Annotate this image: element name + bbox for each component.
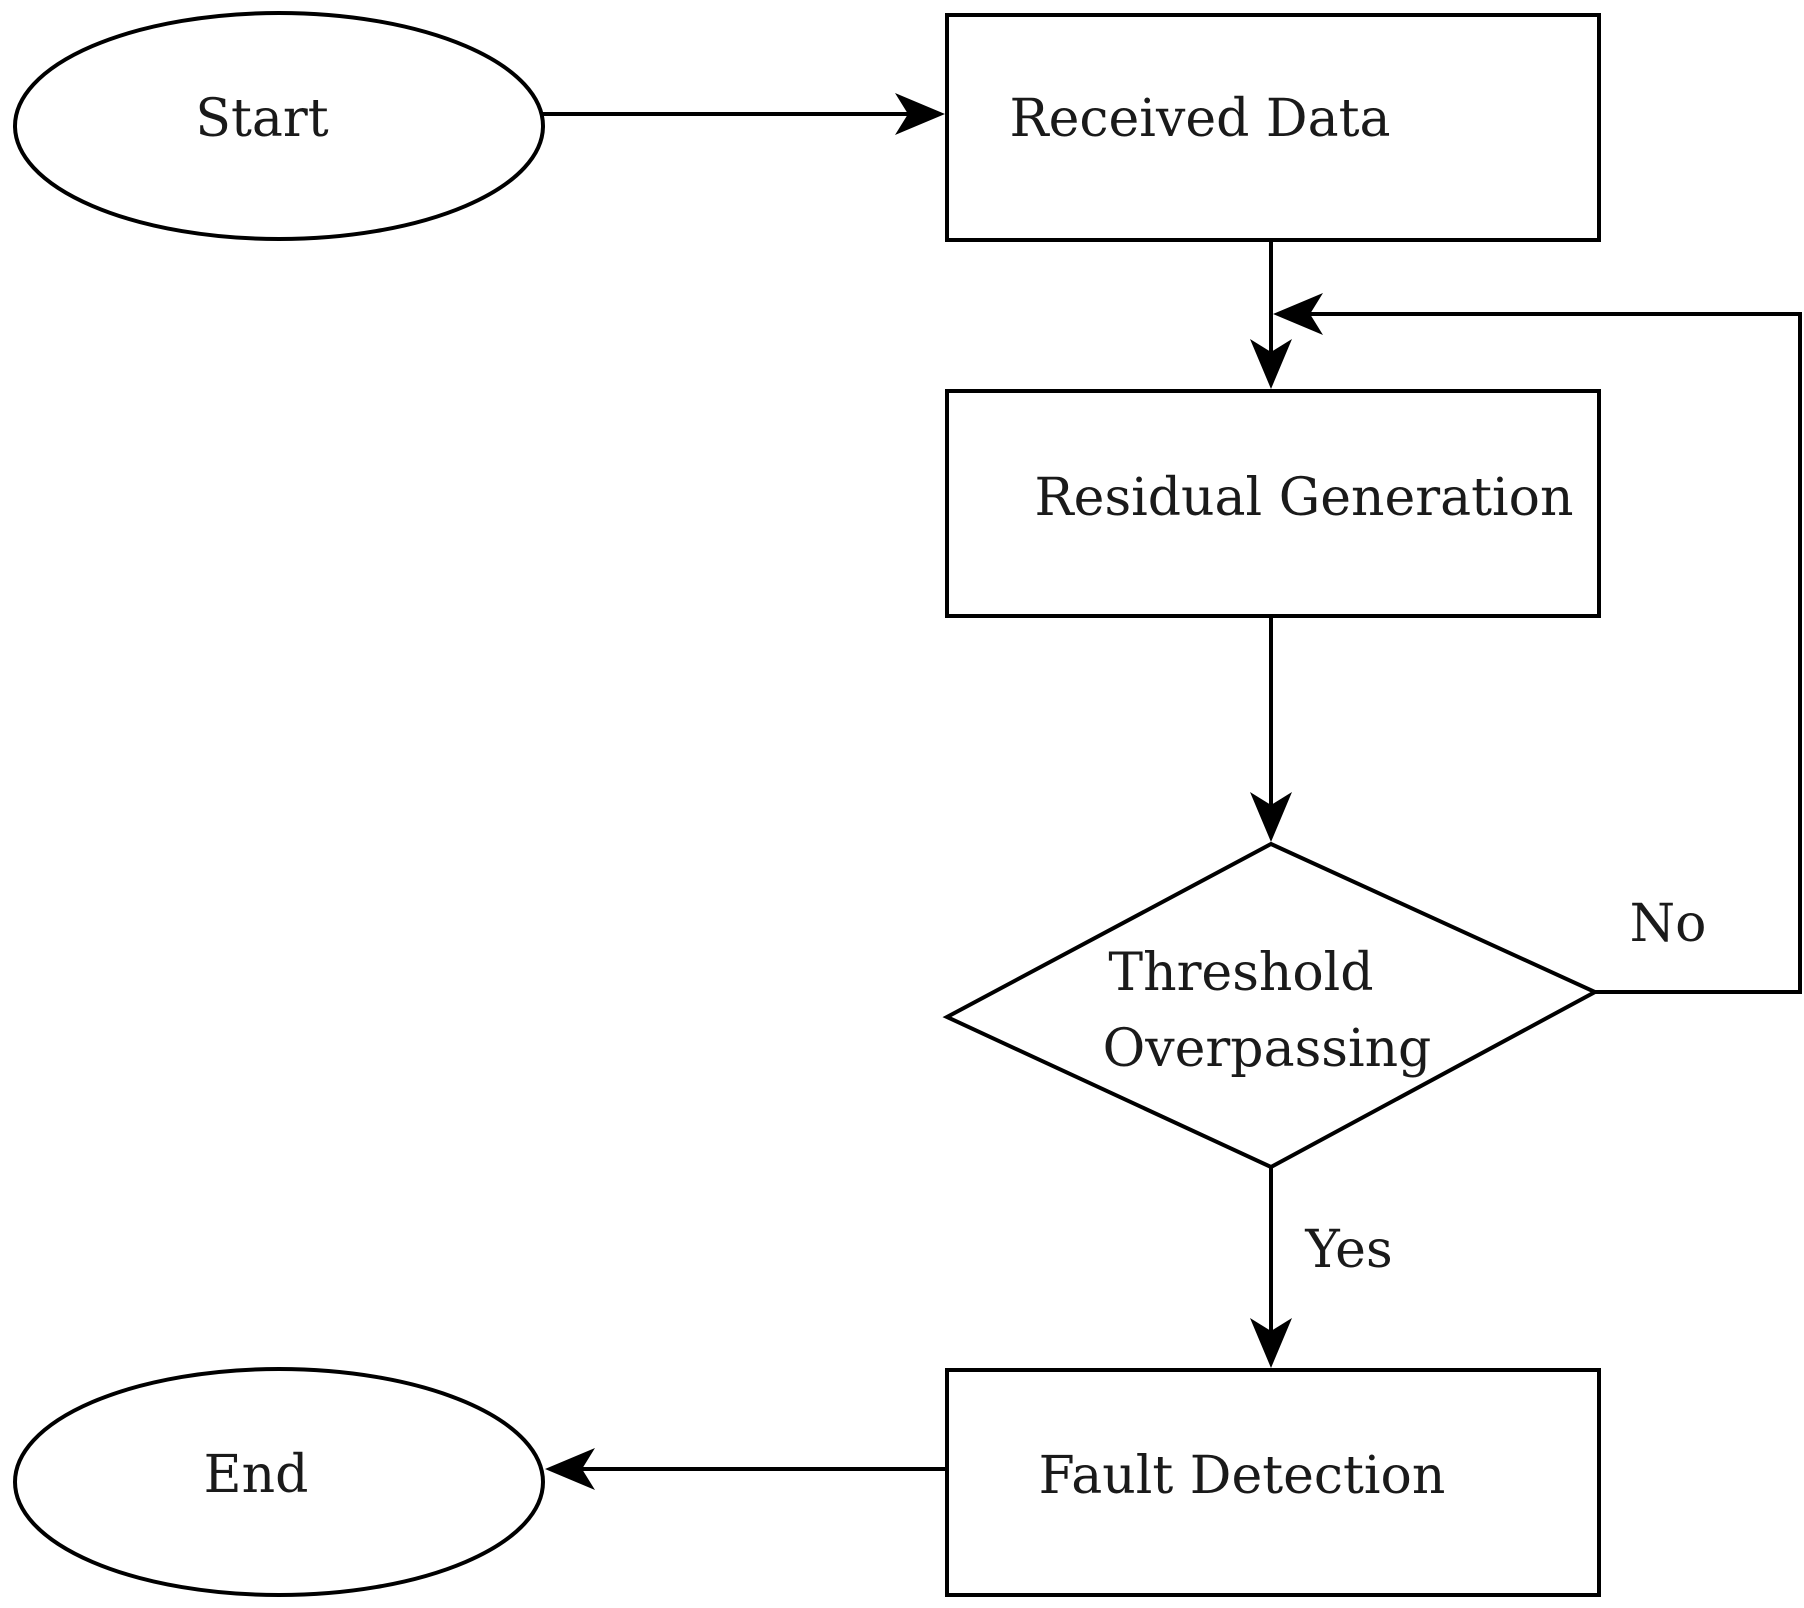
threshold-label-line2: Overpassing (1103, 1019, 1432, 1079)
arrowhead-threshold (1250, 792, 1292, 842)
end-label: End (204, 1445, 309, 1505)
start-label: Start (195, 89, 328, 149)
end-node (13, 1367, 545, 1597)
fault-detection-node (945, 1368, 1601, 1597)
received-data-node (945, 13, 1601, 242)
edge-no-label: No (1630, 894, 1707, 954)
arrowhead-residual (1250, 339, 1292, 389)
fault-detection-label: Fault Detection (1039, 1446, 1446, 1506)
edge-threshold-no-loop (1308, 312, 1802, 994)
arrowhead-end (545, 1448, 595, 1490)
arrowhead-fault (1250, 1318, 1292, 1368)
edge-yes-label: Yes (1304, 1220, 1392, 1280)
residual-generation-label: Residual Generation (1035, 468, 1574, 528)
start-node (13, 11, 545, 241)
threshold-label-line1: Threshold (1108, 943, 1373, 1003)
threshold-decision-node (942, 841, 1600, 1170)
residual-generation-node (945, 389, 1601, 618)
arrowhead-received (895, 93, 945, 135)
received-data-label: Received Data (1009, 89, 1390, 149)
arrowhead-loop (1273, 293, 1323, 335)
